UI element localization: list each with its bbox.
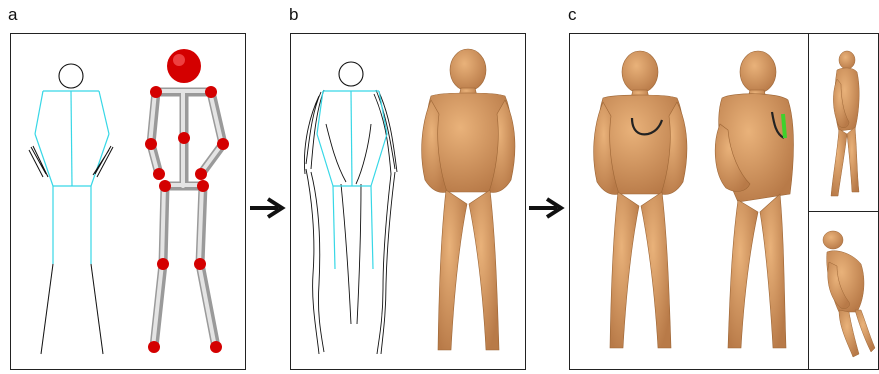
skeleton-model xyxy=(145,49,229,353)
panel-c xyxy=(569,33,809,370)
panel-b-figure xyxy=(291,34,526,370)
panel-label-a: a xyxy=(8,6,17,23)
stick-sketch xyxy=(29,64,113,354)
inset-top-figure xyxy=(809,34,879,212)
edit-highlight xyxy=(783,114,785,138)
panel-c-inset-bottom xyxy=(808,211,879,370)
panel-label-c: c xyxy=(568,6,577,23)
rough-sketch xyxy=(304,62,397,354)
panel-a xyxy=(10,33,246,370)
panel-a-figure xyxy=(11,34,246,370)
mesh-model xyxy=(422,49,515,350)
right-arrow-icon xyxy=(527,196,567,220)
inset-bottom-figure xyxy=(809,212,879,370)
panel-b xyxy=(290,33,526,370)
edited-model-front xyxy=(594,51,687,348)
panel-c-figure xyxy=(570,34,809,370)
edited-model-side xyxy=(715,51,793,348)
right-arrow-icon xyxy=(248,196,288,220)
panel-c-inset-top xyxy=(808,33,879,212)
panel-label-b: b xyxy=(289,6,298,23)
